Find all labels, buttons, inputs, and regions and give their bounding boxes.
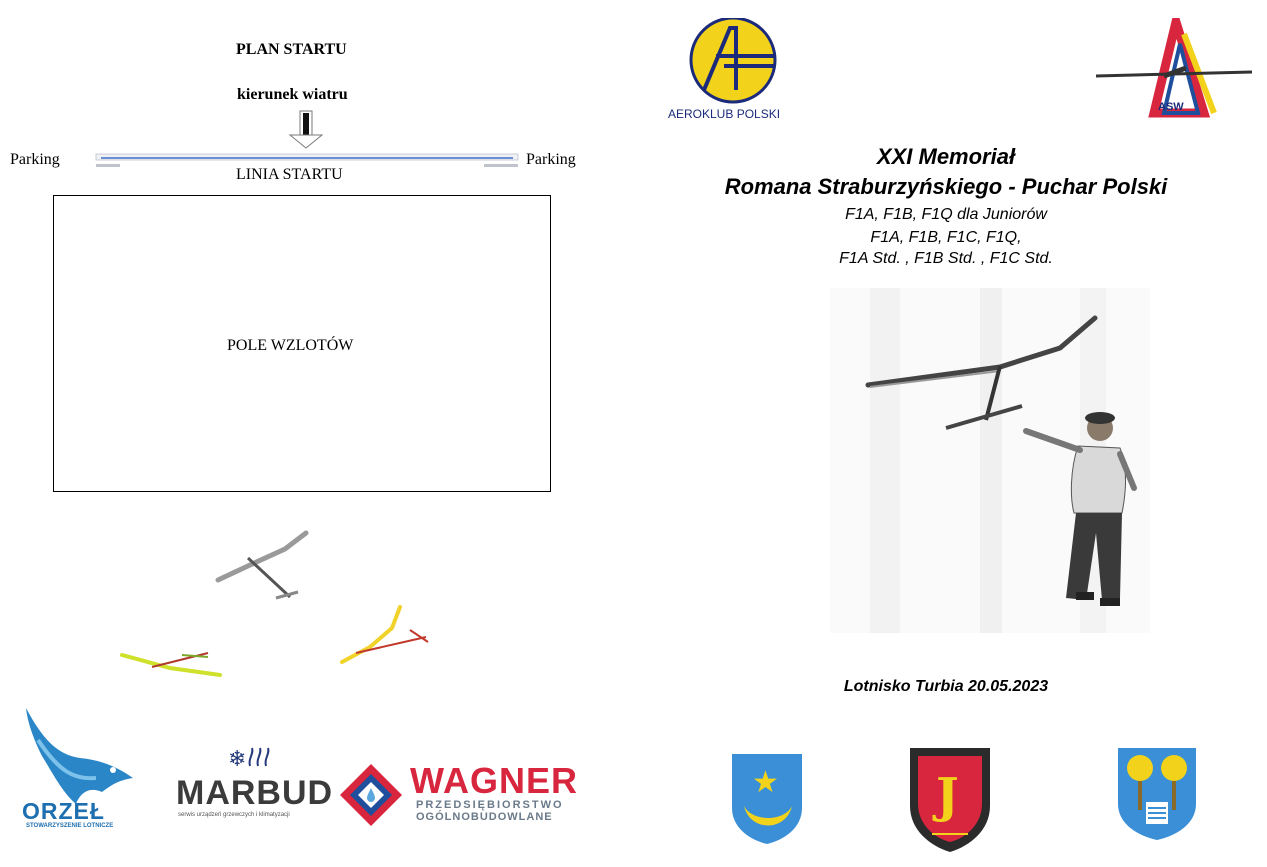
svg-text:❄: ❄: [228, 747, 246, 772]
launch-field-label: POLE WZLOTÓW: [227, 337, 354, 354]
asw-logo: [1095, 18, 1253, 118]
grey-glider-image: [215, 530, 309, 600]
tarnobrzeg-coat-of-arms: ★: [732, 754, 802, 844]
parking-left-label: Parking: [10, 151, 60, 168]
start-line-label: LINIA STARTU: [236, 166, 343, 183]
wind-direction-label: kierunek wiatru: [237, 86, 348, 103]
main-title-line-2: Romana Straburzyńskiego - Puchar Polski: [724, 174, 1168, 199]
glider-launch-photo: [830, 288, 1150, 633]
municipal-coat-of-arms: [1118, 748, 1196, 840]
plan-title: PLAN STARTU: [236, 41, 347, 58]
aeroklub-polski-logo: [689, 18, 777, 104]
wagner-logo: [340, 764, 402, 826]
wagner-name: WAGNER: [410, 760, 578, 801]
orzel-logo: [26, 708, 133, 804]
main-title-line-1: XXI Memoriał: [876, 144, 1016, 169]
launch-field: [53, 195, 551, 492]
venue-and-date: Lotnisko Turbia 20.05.2023: [843, 678, 1049, 695]
classes-seniors: F1A, F1B, F1C, F1Q,: [870, 229, 1022, 246]
yellow-glider-image: [340, 605, 429, 664]
classes-standard: F1A Std. , F1B Std. , F1C Std.: [839, 250, 1053, 267]
green-glider-image: [120, 652, 222, 677]
classes-juniors: F1A, F1B, F1Q dla Juniorów: [845, 206, 1047, 223]
model-gliders-illustration: [120, 530, 429, 677]
snowflake-flame-icon: ❄: [228, 747, 270, 772]
wagner-subtitle-2: OGÓLNOBUDOWLANE: [416, 811, 553, 823]
svg-text:J: J: [932, 768, 959, 824]
parking-right-label: Parking: [526, 151, 576, 168]
start-line: [95, 153, 519, 167]
wagner-subtitle-1: PRZEDSIĘBIORSTWO: [416, 799, 564, 811]
aeroklub-name: AEROKLUB POLSKI: [668, 107, 781, 121]
marbud-subtitle: serwis urządzeń grzewczych i klimatyzacj…: [178, 812, 290, 818]
club-crest: J: [910, 748, 990, 852]
wind-arrow-icon: [288, 110, 324, 149]
orzel-name: ORZEŁ: [22, 798, 105, 824]
asw-label: ASW: [1158, 101, 1184, 113]
orzel-subtitle: STOWARZYSZENIE LOTNICZE: [26, 823, 114, 829]
marbud-name: MARBUD: [176, 774, 334, 812]
svg-text:★: ★: [752, 765, 779, 800]
